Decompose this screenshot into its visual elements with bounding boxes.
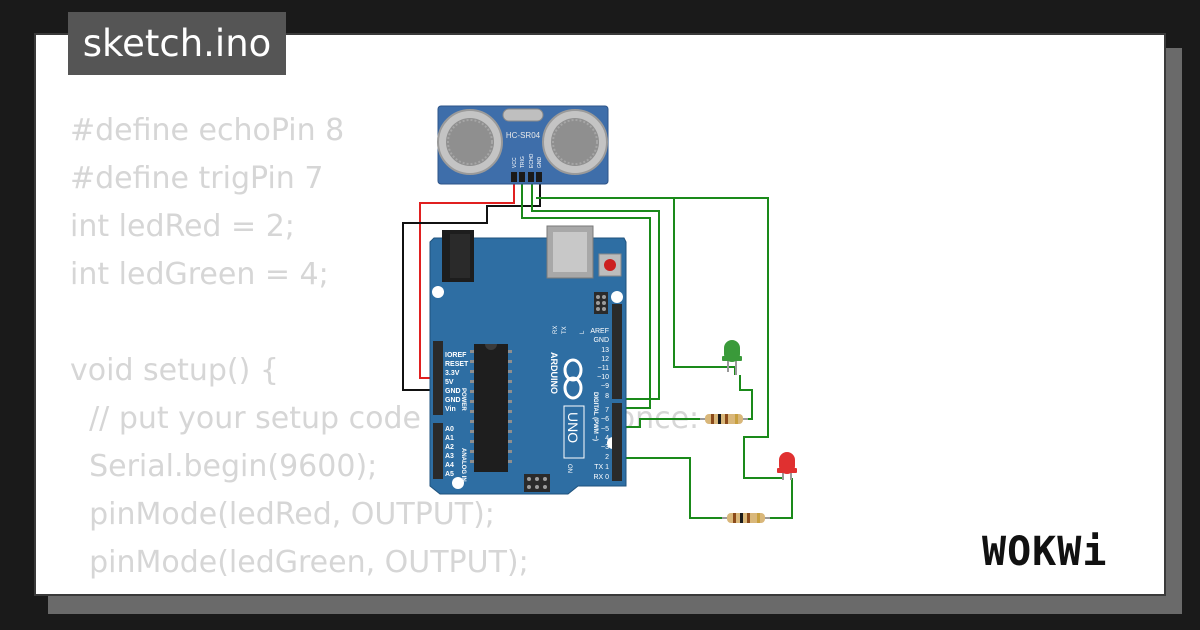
- pin-label: ~5: [601, 426, 609, 433]
- wire-green-res: [626, 418, 700, 428]
- mount-hole: [611, 291, 623, 303]
- pin-label: GND: [445, 397, 461, 404]
- wire-red-led: [540, 197, 783, 479]
- pin-label: ~6: [601, 416, 609, 423]
- resistor-green[interactable]: [700, 414, 748, 424]
- pin-label: TX 1: [594, 464, 609, 471]
- digital-title: DIGITAL (PWM ~): [592, 392, 598, 441]
- pin-label: 8: [605, 393, 609, 400]
- pin-label: RESET: [445, 361, 469, 368]
- code-line: void setup() {: [70, 353, 279, 388]
- pin-label: A3: [445, 453, 454, 460]
- pin-label: 13: [601, 347, 609, 354]
- digital-header-top[interactable]: [612, 304, 622, 399]
- digital-header-bottom[interactable]: [612, 403, 622, 481]
- wire-gnd: [402, 180, 541, 391]
- pin-label: AREF: [590, 328, 609, 335]
- pin-label: 2: [605, 454, 609, 461]
- sensor-transducer-left: [437, 109, 503, 175]
- resistor-red[interactable]: [722, 513, 770, 523]
- sensor-pin[interactable]: [528, 172, 534, 182]
- on-led-label: ON: [566, 464, 572, 473]
- pin-label: 7: [605, 407, 609, 414]
- pin-label: A2: [445, 444, 454, 451]
- sensor-pin[interactable]: [536, 172, 542, 182]
- uno-label-box: [563, 405, 585, 459]
- wire-vcc: [419, 180, 515, 379]
- code-line: int ledRed = 2;: [70, 209, 295, 244]
- sensor-label: HC-SR04: [506, 131, 541, 140]
- sensor-transducer-right: [542, 109, 608, 175]
- pin-label: RX 0: [593, 474, 609, 481]
- sensor-pin[interactable]: [511, 172, 517, 182]
- pin-label: ~10: [597, 374, 609, 381]
- code-line: pinMode(ledRed, OUTPUT);: [70, 497, 495, 532]
- analog-header[interactable]: [433, 423, 443, 479]
- arduino-brand-label: ARDUINO: [549, 352, 559, 394]
- wire-echo: [531, 180, 660, 400]
- pin-label: 3.3V: [445, 370, 460, 377]
- board-led-label: RX: [553, 326, 559, 334]
- pin-label: GND: [593, 337, 609, 344]
- file-tab[interactable]: sketch.ino: [68, 12, 286, 75]
- pin-label: Vin: [445, 406, 456, 413]
- wire-red-res: [626, 457, 722, 519]
- sensor-pin-label: VCC: [512, 157, 518, 168]
- pin-label: GND: [445, 388, 461, 395]
- pin-label: ~11: [598, 365, 609, 372]
- code-line: Serial.begin(9600);: [70, 449, 378, 484]
- arduino-infinity-icon: [563, 358, 583, 400]
- pin-label: IOREF: [445, 352, 467, 359]
- board-led-label: L: [580, 330, 586, 334]
- power-pin-labels: IOREF RESET 3.3V 5V GND GND Vin A0 A1 A2…: [445, 352, 469, 478]
- pin-label: A1: [445, 435, 454, 442]
- sensor-pin[interactable]: [519, 172, 525, 182]
- microcontroller-chip: [474, 344, 508, 472]
- wokwi-logo: WOKWi: [982, 529, 1107, 573]
- arduino-model-label: UNO: [565, 412, 581, 443]
- ultrasonic-sensor[interactable]: HC-SR04 VCC TRIG ECHO GND: [437, 105, 609, 185]
- code-line: pinMode(ledGreen, OUTPUT);: [70, 545, 529, 580]
- pin-label: 5V: [445, 379, 454, 386]
- code-line: #define trigPin 7: [70, 161, 324, 196]
- wires: [402, 180, 793, 519]
- pin-label: 12: [601, 356, 609, 363]
- power-title: POWER: [460, 388, 466, 411]
- sensor-pin-label: TRIG: [520, 156, 526, 168]
- board-led-label: TX: [562, 326, 568, 334]
- pin-label: ~3: [601, 444, 609, 451]
- power-header[interactable]: [433, 341, 443, 415]
- led-green[interactable]: [722, 340, 742, 375]
- wire-green-gnd: [739, 375, 753, 420]
- arduino-uno-board[interactable]: ARDUINO UNO ON L TX RX IOREF RESET 3.3V …: [429, 225, 627, 495]
- sensor-pin-label: ECHO: [529, 153, 535, 168]
- mount-hole: [452, 477, 464, 489]
- wire-red-gnd: [766, 478, 793, 519]
- pin-label: A0: [445, 426, 454, 433]
- pin-label: A4: [445, 462, 454, 469]
- led-red[interactable]: [777, 452, 797, 480]
- code-line: int ledGreen = 4;: [70, 257, 329, 292]
- pin-label: ~9: [601, 383, 609, 390]
- pin-label: 4: [605, 435, 609, 442]
- mount-hole: [432, 286, 444, 298]
- code-line: #define echoPin 8: [70, 113, 345, 148]
- sensor-pin-label: GND: [537, 157, 543, 169]
- wokwi-brand-label: WOKWi: [982, 529, 1107, 573]
- wire-trig: [521, 180, 651, 409]
- pin-label: A5: [445, 471, 454, 478]
- analog-title: ANALOG IN: [460, 448, 466, 482]
